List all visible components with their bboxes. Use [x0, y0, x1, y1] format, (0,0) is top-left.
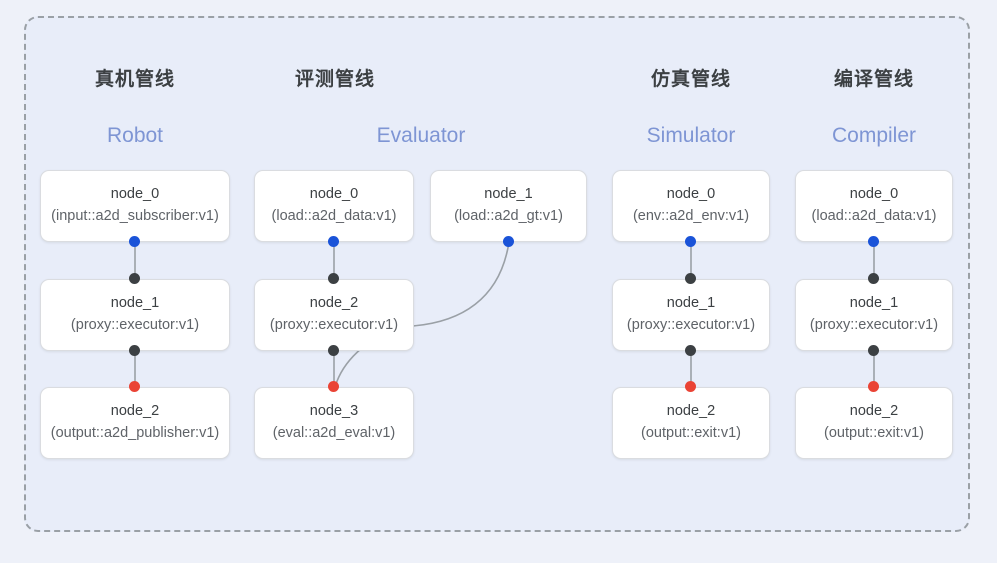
port-simulator-1-in [685, 273, 696, 284]
node-name: node_0 [849, 186, 899, 203]
node-evaluator-2[interactable]: node_2 (proxy::executor:v1) [254, 279, 414, 351]
port-simulator-0-out [685, 236, 696, 247]
node-robot-2[interactable]: node_2 (output::a2d_publisher:v1) [40, 387, 230, 459]
node-type: (output::a2d_publisher:v1) [50, 425, 220, 441]
node-compiler-1[interactable]: node_1 (proxy::executor:v1) [795, 279, 953, 351]
column-title-en-simulator: Simulator [646, 124, 736, 147]
node-compiler-2[interactable]: node_2 (output::exit:v1) [795, 387, 953, 459]
column-title-cn-robot: 真机管线 [94, 69, 175, 90]
node-type: (load::a2d_data:v1) [271, 208, 397, 224]
column-title-en-robot: Robot [106, 124, 164, 147]
node-name: node_2 [849, 403, 899, 420]
port-simulator-2-in [685, 381, 696, 392]
node-type: (proxy::executor:v1) [809, 317, 939, 333]
port-evaluator-2-out [328, 345, 339, 356]
node-robot-0[interactable]: node_0 (input::a2d_subscriber:v1) [40, 170, 230, 242]
node-name: node_1 [666, 295, 716, 312]
node-simulator-2[interactable]: node_2 (output::exit:v1) [612, 387, 770, 459]
port-robot-2-in [129, 381, 140, 392]
port-compiler-0-out [868, 236, 879, 247]
column-title-cn-simulator: 仿真管线 [650, 69, 731, 90]
column-title-en-evaluator: Evaluator [376, 124, 466, 147]
node-name: node_1 [484, 186, 533, 203]
node-name: node_2 [309, 295, 359, 312]
port-robot-1-in [129, 273, 140, 284]
node-evaluator-3[interactable]: node_3 (eval::a2d_eval:v1) [254, 387, 414, 459]
node-evaluator-0[interactable]: node_0 (load::a2d_data:v1) [254, 170, 414, 242]
column-title-cn-compiler: 编译管线 [833, 69, 914, 90]
node-simulator-0[interactable]: node_0 (env::a2d_env:v1) [612, 170, 770, 242]
port-robot-0-out [129, 236, 140, 247]
node-type: (input::a2d_subscriber:v1) [51, 208, 219, 224]
node-type: (load::a2d_data:v1) [811, 208, 937, 224]
port-evaluator-2-in [328, 273, 339, 284]
column-title-en-compiler: Compiler [831, 124, 917, 147]
port-evaluator-0-out [328, 236, 339, 247]
node-type: (output::exit:v1) [824, 425, 924, 441]
node-type: (proxy::executor:v1) [626, 317, 756, 333]
node-name: node_0 [666, 186, 716, 203]
port-compiler-1-out [868, 345, 879, 356]
port-compiler-1-in [868, 273, 879, 284]
port-robot-1-out [129, 345, 140, 356]
node-name: node_3 [309, 403, 359, 420]
node-compiler-0[interactable]: node_0 (load::a2d_data:v1) [795, 170, 953, 242]
port-evaluator-3-in [328, 381, 339, 392]
node-name: node_2 [666, 403, 716, 420]
node-type: (eval::a2d_eval:v1) [272, 425, 396, 441]
node-evaluator-gt[interactable]: node_1 (load::a2d_gt:v1) [430, 170, 587, 242]
column-title-cn-evaluator: 评测管线 [294, 69, 375, 90]
node-type: (output::exit:v1) [641, 425, 741, 441]
node-type: (proxy::executor:v1) [70, 317, 200, 333]
node-type: (load::a2d_gt:v1) [454, 208, 563, 224]
node-robot-1[interactable]: node_1 (proxy::executor:v1) [40, 279, 230, 351]
node-simulator-1[interactable]: node_1 (proxy::executor:v1) [612, 279, 770, 351]
port-evaluator-gt-out [503, 236, 514, 247]
node-type: (env::a2d_env:v1) [632, 208, 750, 224]
node-name: node_1 [849, 295, 899, 312]
node-type: (proxy::executor:v1) [269, 317, 399, 333]
port-compiler-2-in [868, 381, 879, 392]
port-simulator-1-out [685, 345, 696, 356]
node-name: node_2 [110, 403, 160, 420]
node-name: node_0 [110, 186, 160, 203]
node-name: node_0 [309, 186, 359, 203]
node-name: node_1 [110, 295, 160, 312]
